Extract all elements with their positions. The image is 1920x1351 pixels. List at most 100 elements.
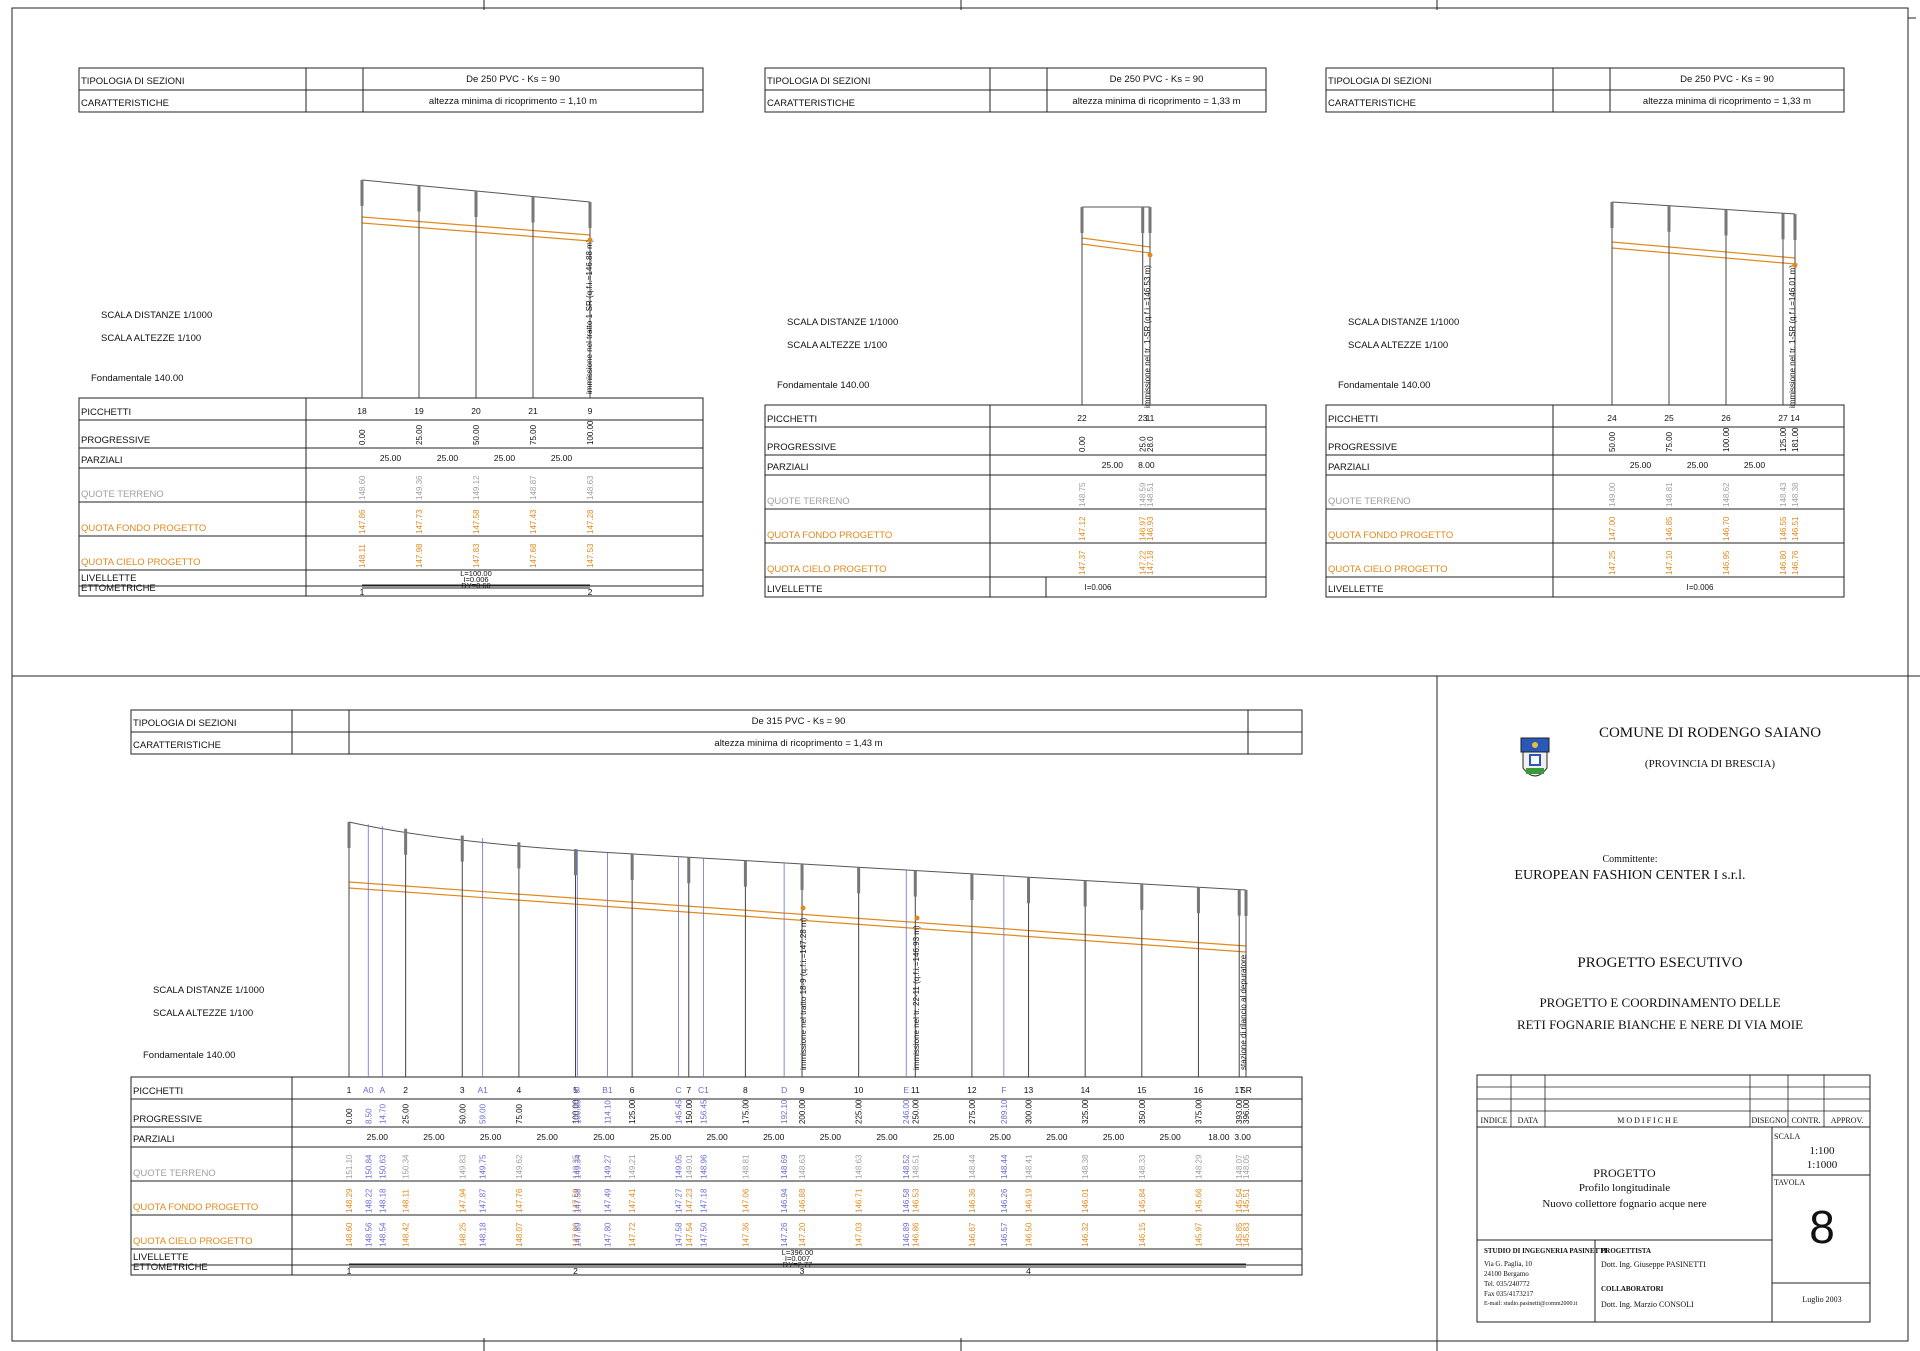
immission-marker — [587, 237, 593, 243]
p4-progressiva: 114.10 — [603, 1100, 612, 1124]
p4-quota-fondo: 147.87 — [479, 1188, 488, 1213]
p4-quota-cielo: 147.26 — [780, 1222, 789, 1247]
p4-ettometrica: 3 — [800, 1266, 805, 1276]
p3-quota-cielo: 146.76 — [1791, 550, 1800, 575]
p1-manhole-marker — [417, 185, 421, 212]
scala-label: SCALA — [1774, 1132, 1801, 1141]
header-data: DATA — [1517, 1116, 1539, 1125]
p3-fondamentale: Fondamentale 140.00 — [1338, 380, 1430, 391]
comune-crest-icon — [1520, 736, 1550, 786]
p3-quota-fondo: 147.00 — [1608, 516, 1617, 541]
p4-picchetto-3: 3 — [460, 1085, 465, 1095]
p4-manhole-marker — [857, 867, 861, 894]
p3-quota-cielo: 146.80 — [1779, 550, 1788, 575]
p4-quota-terreno: 148.52 — [902, 1154, 911, 1179]
p4-quota-terreno: 148.51 — [911, 1154, 920, 1179]
p4-parziale: 25.00 — [480, 1132, 502, 1142]
p4-manhole-marker — [970, 873, 974, 900]
p4-row-label-1: PROGRESSIVE — [133, 1114, 202, 1125]
p3-picchetto-14: 14 — [1790, 413, 1800, 423]
p3-tipologia-value: De 250 PVC - Ks = 90 — [1680, 74, 1774, 85]
p3-parziale: 25.00 — [1630, 460, 1652, 470]
p1-progressiva: 0.00 — [358, 429, 367, 445]
p3-manhole-marker — [1781, 213, 1785, 240]
p1-picchetto-21: 21 — [528, 406, 538, 416]
p3-pipe-invert-line — [1611, 247, 1796, 265]
p4-parziale: 3.00 — [1234, 1132, 1251, 1142]
p4-picchetto-14: 14 — [1080, 1085, 1090, 1095]
p2-row-label-1: PROGRESSIVE — [767, 442, 836, 453]
p4-ground-line — [348, 821, 1247, 891]
p4-progressiva: 100.80 — [573, 1099, 582, 1124]
p1-progressiva: 75.00 — [529, 424, 538, 445]
p2-row-label-6: LIVELLETTE — [767, 584, 822, 595]
p4-picchetto-D: D — [781, 1085, 787, 1095]
p2-fondamentale: Fondamentale 140.00 — [777, 380, 869, 391]
p2-quota-terreno: 148.51 — [1146, 482, 1155, 507]
header-contr: CONTR. — [1791, 1116, 1821, 1125]
p4-quota-cielo: 148.56 — [364, 1222, 373, 1247]
p4-quota-fondo: 148.29 — [345, 1188, 354, 1213]
p2-row-label-3: QUOTE TERRENO — [767, 496, 850, 507]
p3-progressiva: 50.00 — [1608, 431, 1617, 452]
p3-progressiva: 75.00 — [1665, 431, 1674, 452]
p2-progressiva: 0.00 — [1078, 436, 1087, 452]
p4-quota-terreno: 148.44 — [968, 1154, 977, 1179]
p4-quota-terreno: 148.63 — [798, 1154, 807, 1179]
p4-quota-terreno: 149.75 — [479, 1154, 488, 1179]
p4-quota-cielo: 146.89 — [902, 1222, 911, 1247]
p4-manhole-marker — [1083, 880, 1087, 907]
p1-picchetto-20: 20 — [471, 406, 481, 416]
progettista-name: Dott. Ing. Giuseppe PASINETTI — [1601, 1260, 1706, 1269]
p3-caratteristiche-label: CARATTERISTICHE — [1328, 98, 1416, 109]
p4-picchetto-C: C — [675, 1085, 681, 1095]
p4-picchetto-5: 5 — [573, 1085, 578, 1095]
p3-picchetto-25: 25 — [1664, 413, 1674, 423]
p4-quota-fondo: 146.88 — [798, 1188, 807, 1213]
p3-parziale: 25.00 — [1744, 460, 1766, 470]
p3-quota-terreno: 148.43 — [1779, 482, 1788, 507]
p4-picchetto-2: 2 — [403, 1085, 408, 1095]
p4-picchetto-E: E — [903, 1085, 909, 1095]
p3-manhole-marker — [1793, 214, 1797, 240]
p4-progressiva: 175.00 — [741, 1099, 750, 1124]
p1-parziale: 25.00 — [494, 453, 516, 463]
p4-parziale: 25.00 — [763, 1132, 785, 1142]
p2-progressiva: 28.0 — [1146, 436, 1155, 452]
p2-picchetto-22: 22 — [1077, 413, 1087, 423]
p3-quota-terreno: 148.62 — [1722, 482, 1731, 507]
p4-quota-fondo: 145.54 — [1235, 1188, 1244, 1213]
p4-manhole-marker — [404, 828, 408, 855]
p4-quota-fondo: 147.23 — [685, 1188, 694, 1213]
p4-parziale: 25.00 — [706, 1132, 728, 1142]
p4-parziale: 25.00 — [1046, 1132, 1068, 1142]
p3-manhole-marker — [1610, 202, 1614, 228]
p4-quota-fondo: 146.01 — [1081, 1188, 1090, 1213]
p4-progressiva: 150.00 — [685, 1099, 694, 1124]
p3-quota-terreno: 148.81 — [1665, 482, 1674, 507]
p2-manhole-marker — [1141, 207, 1145, 233]
p1-livelletta: L=100.00 — [460, 569, 492, 578]
p4-row-label-4: QUOTA FONDO PROGETTO — [133, 1202, 258, 1213]
p3-quota-cielo: 146.95 — [1722, 550, 1731, 575]
p4-quota-fondo: 146.58 — [902, 1188, 911, 1213]
studio-addr-2: 24100 Bergamo — [1484, 1270, 1529, 1278]
p4-quota-cielo: 146.57 — [1000, 1222, 1009, 1247]
p1-ettometrica: 2 — [588, 587, 593, 597]
p1-row-label-0: PICCHETTI — [81, 407, 131, 418]
p4-quota-cielo: 147.72 — [628, 1222, 637, 1247]
p1-quota-terreno: 148.60 — [358, 475, 367, 500]
p2-quota-cielo: 147.37 — [1078, 550, 1087, 575]
p4-progressiva: 225.00 — [855, 1099, 864, 1124]
p4-picchetto-17: 17 — [1234, 1085, 1244, 1095]
p1-quota-fondo: 147.58 — [472, 509, 481, 534]
p4-progressiva: 192.10 — [780, 1099, 789, 1124]
p4-quota-fondo: 147.58 — [573, 1188, 582, 1213]
immission-marker — [1147, 252, 1153, 258]
studio-name: STUDIO DI INGEGNERIA PASINETTI — [1484, 1247, 1607, 1255]
p3-row-label-5: QUOTA CIELO PROGETTO — [1328, 564, 1447, 575]
p3-quota-fondo: 146.55 — [1779, 516, 1788, 541]
header-disegno: DISEGNO — [1751, 1116, 1787, 1125]
p3-ground-line — [1611, 201, 1796, 215]
p4-quota-fondo: 148.22 — [364, 1188, 373, 1213]
